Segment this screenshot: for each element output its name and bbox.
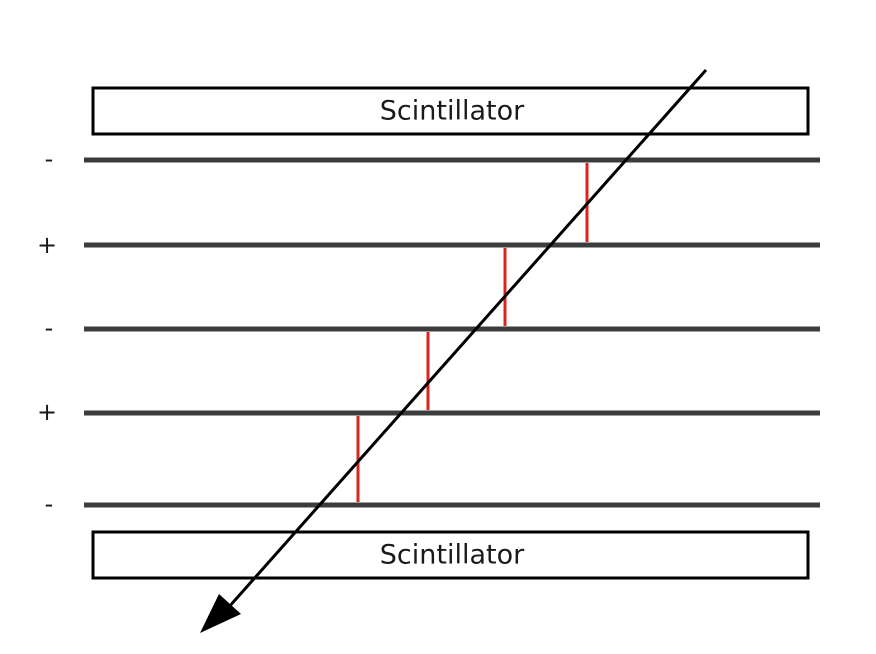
particle-track-line: [226, 69, 708, 609]
top-scintillator-box: [91, 86, 810, 136]
plate-3-polarity: -: [45, 314, 54, 342]
plate-5-polarity: -: [45, 490, 54, 518]
plates: [84, 157, 820, 508]
bottom-scintillator-label: Scintillator: [380, 540, 525, 571]
bottom-scintillator: Scintillator: [91, 530, 810, 580]
plate-2-polarity: +: [37, 231, 57, 259]
top-scintillator: Scintillator: [91, 86, 810, 136]
top-scintillator-label: Scintillator: [380, 96, 525, 127]
particle-track: [200, 69, 708, 633]
polarity-labels: - + - + -: [37, 145, 57, 518]
particle-track-arrowhead-icon: [200, 594, 241, 633]
bottom-scintillator-box: [91, 530, 810, 580]
plate-1-polarity: -: [45, 145, 54, 173]
plate-4-polarity: +: [37, 398, 57, 426]
